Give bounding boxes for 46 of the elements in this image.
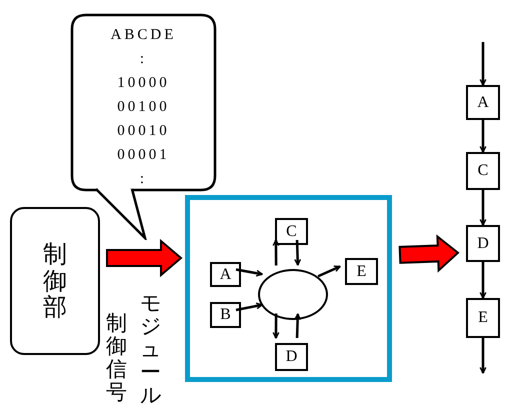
box-letter: D: [477, 234, 489, 252]
vertical-label: モジュール: [140, 292, 161, 408]
signal-table-row-text: 00010: [117, 122, 170, 141]
signal-table-row-text: 00100: [117, 98, 170, 117]
arrow: [480, 120, 486, 153]
letter-box: [466, 85, 500, 120]
letter-box: [275, 343, 308, 371]
box-letter: B: [220, 306, 231, 324]
box-letter: E: [478, 309, 488, 327]
arrow: [236, 268, 263, 277]
letter-box: [466, 152, 500, 190]
signal-table-row-text: 00001: [117, 146, 170, 165]
block-arrow: [398, 234, 460, 273]
box-letter: D: [286, 348, 298, 366]
arrow: [272, 313, 280, 339]
letter-box: [345, 258, 378, 285]
control-unit-box: [10, 207, 100, 355]
unit-label: 制御部: [43, 241, 67, 321]
arrow: [480, 190, 486, 226]
signal-table-row-text: ABCDE: [110, 26, 176, 45]
block-arrow: [106, 238, 183, 278]
arrow: [318, 265, 341, 278]
letter-box: [275, 218, 308, 245]
vertical-label: 制御信号: [106, 312, 127, 404]
arrow: [272, 239, 280, 266]
signal-table-row-text: 10000: [117, 74, 170, 93]
box-letter: C: [286, 222, 297, 240]
arrow: [480, 42, 486, 86]
box-letter: E: [356, 262, 366, 280]
letter-box: [210, 262, 241, 287]
box-letter: A: [220, 266, 232, 284]
arrow: [294, 313, 302, 338]
module-frame: [185, 195, 392, 382]
ellipse: [258, 269, 328, 320]
letter-box: [210, 302, 241, 328]
speech-bubble: [72, 15, 215, 190]
box-letter: C: [478, 162, 488, 180]
signal-table-row-text: :: [140, 170, 148, 189]
signal-table-row-text: :: [140, 50, 148, 69]
arrow: [294, 240, 302, 266]
letter-box: [466, 298, 500, 338]
arrow: [236, 302, 263, 312]
letter-box: [466, 225, 500, 262]
arrow: [480, 338, 486, 374]
arrow: [480, 262, 486, 299]
box-letter: A: [477, 94, 489, 112]
